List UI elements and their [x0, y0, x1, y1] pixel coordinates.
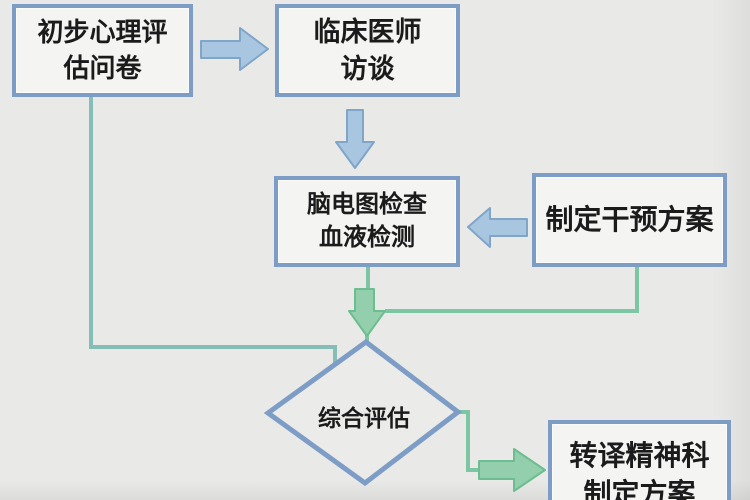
- arrow-questionnaire-to-interview: [200, 27, 269, 71]
- node-tests-label-line1: 脑电图检查: [307, 191, 427, 219]
- node-questionnaire-label-line1: 初步心理评: [37, 17, 168, 48]
- node-questionnaire-label-line2: 估问卷: [63, 52, 142, 83]
- connector-intervention-assessment: [385, 267, 639, 313]
- node-intervention-label-line1: 制定干预方案: [545, 204, 714, 236]
- connector-assessment-referral: [458, 410, 479, 472]
- node-assessment-label: 综合评估: [289, 399, 439, 433]
- node-assessment-label-line1: 综合评估: [318, 405, 410, 431]
- node-referral-label-line1: 转译精神科: [569, 440, 710, 472]
- node-referral: 转译精神科 制定方案: [548, 420, 731, 500]
- decision-diamond: [263, 338, 463, 487]
- node-interview: 临床医师 访谈: [275, 4, 460, 97]
- node-interview-label-line2: 访谈: [340, 53, 395, 84]
- node-intervention: 制定干预方案: [532, 173, 727, 267]
- connector-questionnaire-assessment: [89, 96, 337, 364]
- arrow-interview-to-tests: [335, 109, 375, 169]
- node-questionnaire: 初步心理评 估问卷: [12, 4, 193, 97]
- node-tests-label-line2: 血液检测: [319, 223, 415, 251]
- node-interview-label-line1: 临床医师: [313, 17, 422, 48]
- node-tests: 脑电图检查 血液检测: [274, 176, 460, 267]
- arrow-tests-to-assessment: [348, 288, 386, 337]
- arrow-assessment-to-referral: [478, 448, 546, 492]
- node-referral-label-line2: 制定方案: [583, 478, 696, 500]
- arrow-intervention-to-tests: [467, 207, 528, 248]
